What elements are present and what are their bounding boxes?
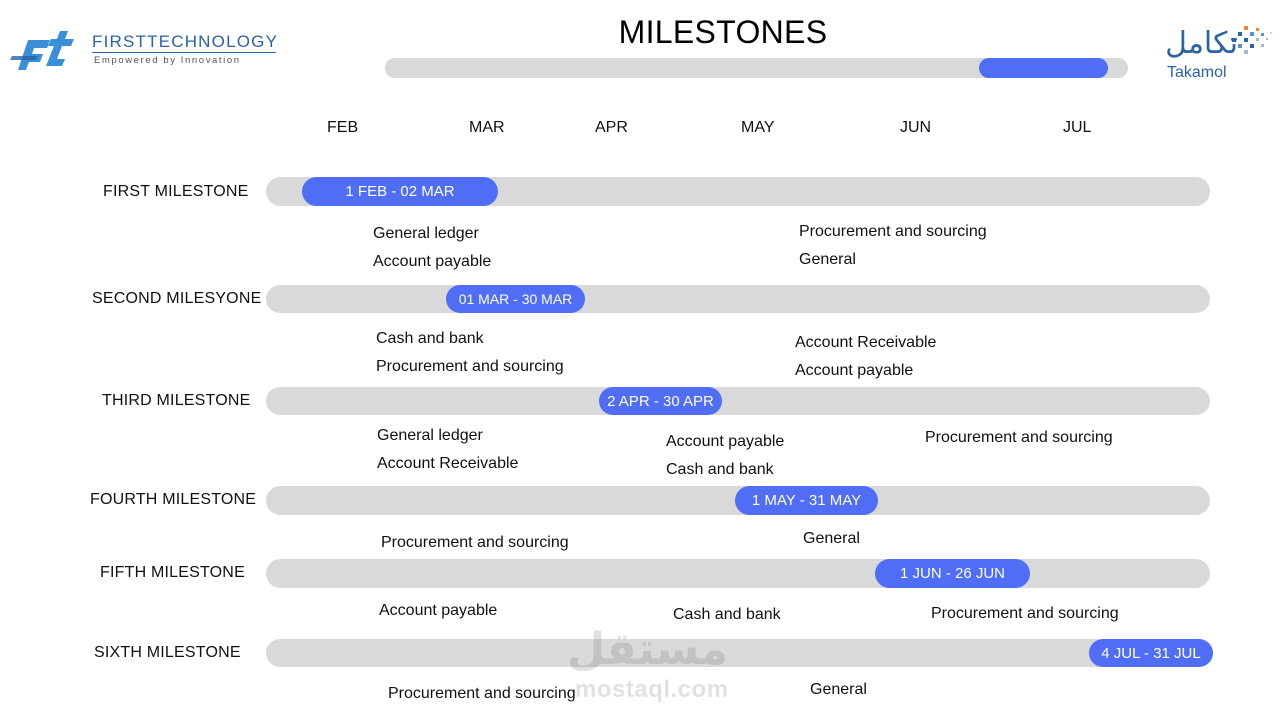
month-label-jun: JUN <box>900 119 932 136</box>
ft-logo-mark-icon <box>10 31 74 70</box>
milestone-5-label: FIFTH MILESTONE <box>100 564 245 581</box>
milestone-3-label: THIRD MILESTONE <box>102 392 251 409</box>
milestone-1-task: General ledger <box>373 225 479 242</box>
mostaql-watermark: مستقل mostaql.com <box>555 624 735 714</box>
milestone-3-task: General ledger <box>377 427 483 444</box>
milestone-5-track <box>266 559 1210 588</box>
milestone-3-task: Procurement and sourcing <box>925 429 1113 446</box>
takamol-logo: تكامل Takamol <box>1138 22 1278 86</box>
milestone-6-range-bar: 4 JUL - 31 JUL <box>1089 639 1213 667</box>
milestone-1-task: General <box>799 251 856 268</box>
overall-timeline-track <box>385 58 1128 78</box>
milestone-3-task: Cash and bank <box>666 461 774 478</box>
milestone-2-range-bar: 01 MAR - 30 MAR <box>446 285 585 313</box>
milestone-6-task: General <box>810 681 867 698</box>
page-title: MILESTONES <box>618 14 828 50</box>
milestone-6-track <box>266 639 1210 667</box>
month-label-may: MAY <box>741 119 775 136</box>
overall-timeline-indicator <box>979 58 1108 78</box>
milestone-1-task: Procurement and sourcing <box>799 223 987 240</box>
milestone-2-label: SECOND MILESYONE <box>92 290 262 307</box>
milestone-3-range-bar: 2 APR - 30 APR <box>599 387 722 415</box>
milestone-3-task: Account Receivable <box>377 455 519 472</box>
milestone-2-task: Procurement and sourcing <box>376 358 564 375</box>
milestone-5-task: Procurement and sourcing <box>931 605 1119 622</box>
milestone-2-task: Cash and bank <box>376 330 484 347</box>
milestone-2-task: Account payable <box>795 362 914 379</box>
milestone-4-range-bar: 1 MAY - 31 MAY <box>735 486 878 515</box>
month-label-jul: JUL <box>1063 119 1092 136</box>
milestone-6-task: Procurement and sourcing <box>388 685 576 702</box>
milestone-6-label: SIXTH MILESTONE <box>94 644 241 661</box>
takamol-latin-wordmark: Takamol <box>1167 64 1227 81</box>
milestone-1-range-bar: 1 FEB - 02 MAR <box>302 177 498 206</box>
milestone-4-label: FOURTH MILESTONE <box>90 491 257 508</box>
milestone-3-task: Account payable <box>666 433 785 450</box>
first-technology-logo: FIRSTTECHNOLOGY Empowered by Innovation <box>10 26 282 74</box>
month-label-mar: MAR <box>469 119 505 136</box>
pixel-dots-icon <box>1232 26 1272 54</box>
milestone-2-track <box>266 285 1210 313</box>
milestone-1-label: FIRST MILESTONE <box>103 183 249 200</box>
milestone-3-track <box>266 387 1210 415</box>
ft-company-name: FIRSTTECHNOLOGY <box>92 32 279 51</box>
watermark-latin: mostaql.com <box>575 676 729 703</box>
milestone-5-task: Account payable <box>379 602 498 619</box>
milestone-2-task: Account Receivable <box>795 334 937 351</box>
milestone-4-task: General <box>803 530 860 547</box>
ft-divider <box>92 52 276 53</box>
takamol-arabic-wordmark: تكامل <box>1165 26 1238 61</box>
month-label-apr: APR <box>595 119 628 136</box>
milestone-5-range-bar: 1 JUN - 26 JUN <box>875 559 1030 588</box>
ft-tagline: Empowered by Innovation <box>94 55 241 66</box>
month-label-feb: FEB <box>327 119 359 136</box>
watermark-arabic: مستقل <box>567 624 728 675</box>
milestone-5-task: Cash and bank <box>673 606 781 623</box>
milestone-4-task: Procurement and sourcing <box>381 534 569 551</box>
milestone-1-task: Account payable <box>373 253 492 270</box>
